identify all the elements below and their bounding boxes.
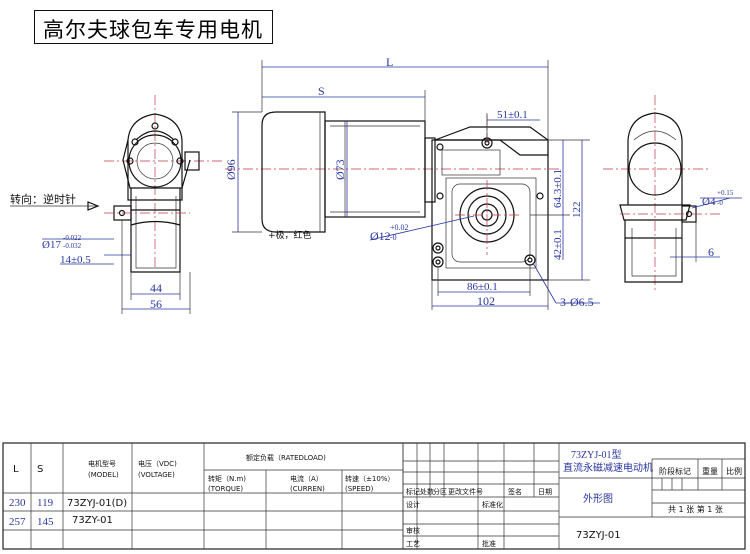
dim-w56: 56 — [150, 297, 162, 311]
header-model-en: (MODEL) — [88, 471, 119, 479]
header-current-en: (CURREN) — [290, 485, 325, 493]
dim-w6: 6 — [708, 245, 714, 259]
row2-S: 145 — [37, 516, 54, 528]
tb-sheets: 共 1 张 第 1 张 — [668, 504, 723, 514]
tb-change-doc: 更改文件号 — [448, 487, 483, 496]
row1-S: 119 — [37, 497, 54, 509]
header-voltage-cn: 电压（VDC) — [138, 459, 177, 468]
tb-weight: 重量 — [702, 466, 718, 476]
rotation-note: 转向：逆时针 — [10, 192, 76, 206]
dim-w14: 14±0.5 — [60, 254, 91, 266]
spec-table: L S 电机型号 (MODEL) 电压（VDC) (VOLTAGE) 额定负载（… — [2, 442, 746, 550]
dim-S: S — [318, 84, 325, 98]
tb-drawing-name: 外形图 — [583, 493, 613, 505]
tb-mark: 标记 — [406, 487, 420, 496]
header-current-cn: 电流（A） — [290, 474, 323, 483]
dim-w51: 51±0.1 — [497, 109, 528, 121]
tb-type-line1: 73ZYJ-01型 — [571, 448, 622, 461]
dim-h122: 122 — [571, 202, 583, 219]
tb-count: 处数 — [420, 487, 434, 496]
tb-type-line2: 直流永磁减速电动机 — [563, 461, 653, 474]
tb-review: 审核 — [406, 526, 420, 535]
dim-d96: Ø96 — [224, 159, 238, 180]
right-side-view — [603, 95, 720, 290]
row2-L: 257 — [9, 516, 26, 528]
title-box: 高尔夫球包车专用电机 — [34, 10, 273, 44]
dim-w102: 102 — [477, 294, 495, 308]
dim-w44: 44 — [150, 281, 162, 295]
row1-L: 230 — [9, 497, 26, 509]
header-L: L — [13, 464, 19, 475]
tb-date: 日期 — [538, 488, 552, 496]
header-torque-en: (TORQUE) — [208, 485, 243, 493]
header-speed-cn: 转速（±10%） — [345, 474, 394, 483]
tb-zone: 分区 — [433, 487, 447, 496]
tb-scale: 比例 — [726, 466, 742, 476]
left-view-dimensions: 转向：逆时针 Ø17 -0.022 -0.032 14±0.5 44 56 — [10, 192, 191, 314]
tb-stage-mark: 阶段标记 — [659, 466, 691, 476]
dim-d17-lower: -0.032 — [63, 242, 82, 250]
tb-process: 工艺 — [406, 540, 420, 548]
drawing-title: 高尔夫球包车专用电机 — [43, 18, 263, 42]
dim-L: L — [386, 55, 393, 69]
dim-d4-lower: -0 — [717, 199, 723, 207]
dim-h64: 64.3±0.1 — [552, 169, 564, 208]
polarity-note: +极，红色 — [268, 229, 312, 241]
header-speed-en: (SPEED) — [345, 485, 374, 493]
header-rated-load: 额定负载（RATEDLOAD) — [246, 453, 326, 462]
tb-approve: 批准 — [482, 539, 496, 548]
tb-signature: 签名 — [508, 487, 522, 496]
dim-w86: 86±0.1 — [467, 281, 498, 293]
title-block: 标记 处数 分区 更改文件号 签名 日期 设计 标准化 审核 工艺 批准 73Z… — [402, 443, 745, 549]
dim-holes: 3-Ø6.5 — [560, 295, 594, 309]
header-model-cn: 电机型号 — [88, 459, 116, 468]
header-torque-cn: 转矩（N.m) — [208, 474, 246, 483]
left-side-view — [104, 95, 222, 273]
dim-d4-upper: +0.15 — [717, 189, 734, 197]
front-view-dimensions: L S Ø96 Ø73 +极，红色 Ø12 +0.02 -0 51±0.1 64… — [224, 55, 600, 310]
row2-model: 73ZY-01 — [72, 515, 113, 526]
row1-model: 73ZYJ-01(D) — [67, 498, 127, 509]
dim-d17: Ø17 — [42, 239, 61, 251]
dim-d73: Ø73 — [333, 159, 347, 180]
dim-h42: 42±0.1 — [552, 229, 564, 260]
tb-design: 设计 — [406, 500, 420, 509]
header-S: S — [37, 464, 43, 475]
right-view-dimensions: Ø4 +0.15 -0 6 — [670, 189, 742, 262]
tb-standardize: 标准化 — [482, 500, 503, 509]
dim-d12-lower: -0 — [390, 233, 397, 242]
dim-d12-upper: +0.02 — [390, 223, 409, 232]
header-voltage-en: (VOLTAGE) — [138, 471, 175, 479]
dim-d17-upper: -0.022 — [63, 234, 82, 242]
front-view — [225, 111, 560, 281]
dim-d4: Ø4 — [702, 196, 716, 208]
dim-d12: Ø12 — [370, 229, 391, 243]
tb-drawing-no: 73ZYJ-01 — [576, 530, 621, 541]
